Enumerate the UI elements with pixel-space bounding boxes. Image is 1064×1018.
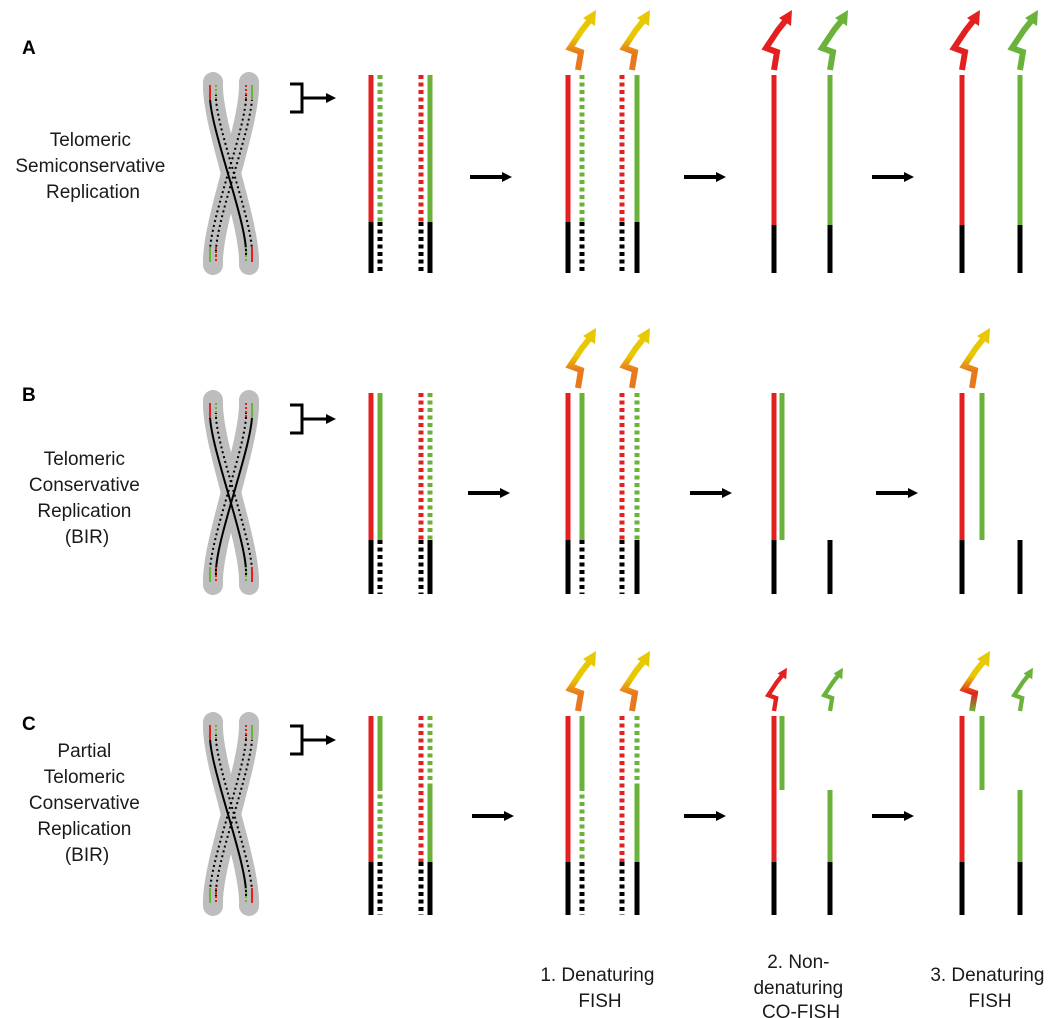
panel-a-desc-line: Replication xyxy=(46,182,140,203)
step-1-line: 1. Denaturing xyxy=(540,965,654,986)
probe-icon xyxy=(619,328,650,389)
panel-letter-a: A xyxy=(22,38,36,59)
probe-zigzag xyxy=(1007,18,1035,71)
probe-zigzag xyxy=(764,673,785,712)
probe-tip xyxy=(637,328,650,344)
bracket-arrow xyxy=(290,403,336,435)
step-3-label: 3. Denaturing FISH xyxy=(930,965,1049,1012)
chromatid xyxy=(202,72,260,275)
panel-b-desc-line: Replication xyxy=(37,501,131,522)
probe-tip xyxy=(779,10,792,26)
panel-c-desc-line: Partial xyxy=(57,741,111,762)
probe-zigzag xyxy=(959,336,987,389)
probe-icon xyxy=(565,328,596,389)
probe-tip xyxy=(583,651,596,667)
probe-tip xyxy=(833,667,843,680)
panel-a-description: Telomeric Semiconservative Replication xyxy=(15,130,170,203)
step-1-line: FISH xyxy=(578,991,621,1012)
panel-b-description: Telomeric Conservative Replication (BIR) xyxy=(29,449,145,548)
step-2-line: 2. Non- xyxy=(767,952,829,973)
bracket xyxy=(290,724,304,756)
chromatid-strand xyxy=(208,733,248,897)
bracket xyxy=(290,82,304,114)
probe-tip xyxy=(583,10,596,26)
probe-icon xyxy=(1010,667,1033,712)
probe-tip xyxy=(977,328,990,344)
chromatid xyxy=(202,712,260,916)
panel-a-desc-line: Semiconservative xyxy=(15,156,165,177)
probe-tip xyxy=(777,667,787,680)
probe-zigzag xyxy=(565,18,593,71)
probe-zigzag xyxy=(565,336,593,389)
panel-b-desc-line: Conservative xyxy=(29,475,140,496)
step-3-line: FISH xyxy=(968,991,1011,1012)
probe-zigzag xyxy=(619,336,647,389)
probe-zigzag xyxy=(761,18,789,71)
probe-zigzag xyxy=(949,18,977,71)
probe-tip xyxy=(1025,10,1038,26)
probe-icon xyxy=(761,10,792,71)
panel-b-desc-line: (BIR) xyxy=(65,527,109,548)
chromatid-strand xyxy=(208,411,248,576)
probe-zigzag xyxy=(820,673,841,712)
diagram-graphics xyxy=(202,10,1038,916)
probe-icon xyxy=(817,10,848,71)
probe-icon xyxy=(959,328,990,389)
probe-tip xyxy=(637,651,650,667)
bracket-arrow xyxy=(290,724,336,756)
probe-zigzag xyxy=(1010,673,1031,712)
chromosome-icon xyxy=(202,712,260,916)
probe-icon xyxy=(565,10,596,71)
probe-icon xyxy=(820,667,843,712)
panel-c-desc-line: Replication xyxy=(37,819,131,840)
chromosome-icon xyxy=(202,72,260,275)
step-1-label: 1. Denaturing FISH xyxy=(540,965,659,1012)
chromatid-strand xyxy=(208,93,248,256)
probe-icon xyxy=(619,10,650,71)
probe-zigzag xyxy=(959,659,987,712)
panel-letter-c: C xyxy=(22,714,36,735)
chromatid-strand xyxy=(214,411,254,576)
probe-icon xyxy=(619,651,650,712)
probe-tip xyxy=(977,651,990,667)
panel-letter-b: B xyxy=(22,385,36,406)
probe-zigzag xyxy=(619,659,647,712)
probe-tip xyxy=(967,10,980,26)
chromosome-icon xyxy=(202,390,260,595)
probe-icon xyxy=(1007,10,1038,71)
panel-c-desc-line: Conservative xyxy=(29,793,140,814)
probe-icon xyxy=(959,651,990,712)
step-2-line: CO-FISH xyxy=(762,1002,840,1018)
panel-c-description: Partial Telomeric Conservative Replicati… xyxy=(29,741,145,866)
probe-tip xyxy=(1023,667,1033,680)
probe-zigzag xyxy=(565,659,593,712)
probe-tip xyxy=(583,328,596,344)
panel-a-desc-line: Telomeric xyxy=(50,130,131,151)
step-2-line: denaturing xyxy=(753,978,843,999)
probe-zigzag xyxy=(619,18,647,71)
chromatid-strand xyxy=(214,93,254,256)
bracket xyxy=(290,403,304,435)
chromatid xyxy=(202,390,260,595)
panel-c-desc-line: (BIR) xyxy=(65,845,109,866)
probe-icon xyxy=(949,10,980,71)
step-3-line: 3. Denaturing xyxy=(930,965,1044,986)
bracket-arrow xyxy=(290,82,336,114)
probe-tip xyxy=(637,10,650,26)
panel-c-desc-line: Telomeric xyxy=(44,767,125,788)
probe-tip xyxy=(835,10,848,26)
panel-b-desc-line: Telomeric xyxy=(44,449,125,470)
step-2-label: 2. Non- denaturing CO-FISH xyxy=(753,952,848,1018)
probe-zigzag xyxy=(817,18,845,71)
probe-icon xyxy=(565,651,596,712)
probe-icon xyxy=(764,667,787,712)
